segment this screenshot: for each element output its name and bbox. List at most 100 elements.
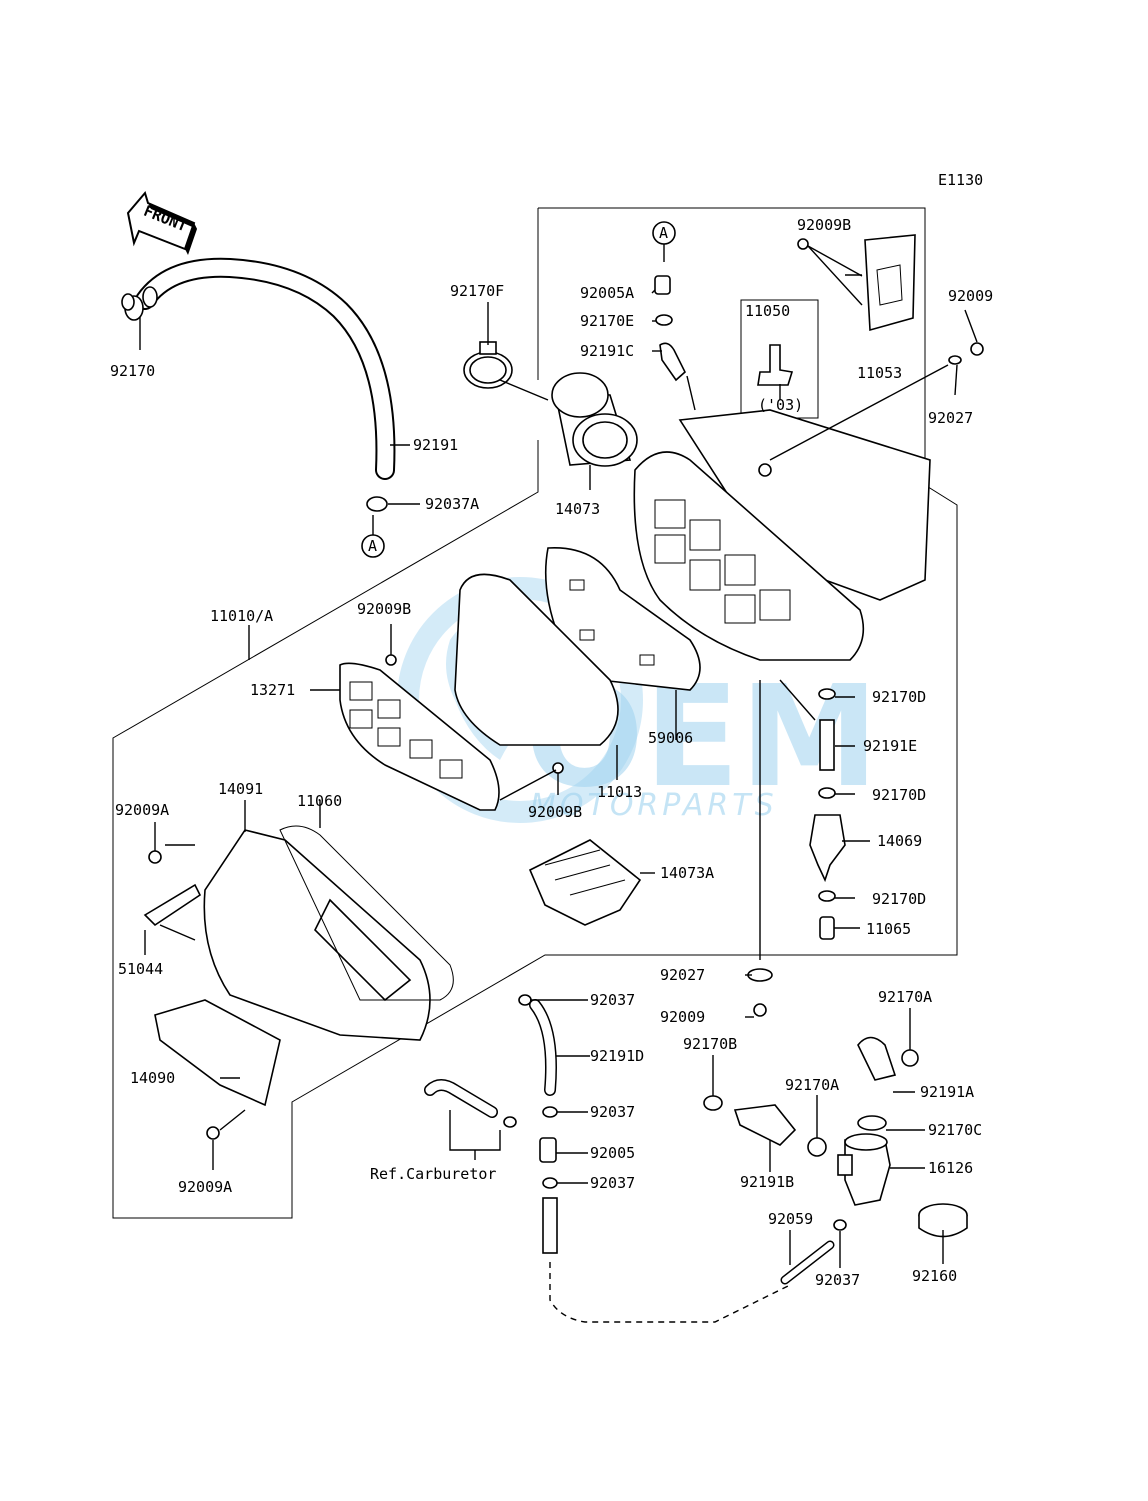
label-51044: 51044 <box>118 960 163 978</box>
label-92005a: 92005A <box>580 284 634 302</box>
clamp-92037-3 <box>542 1177 558 1189</box>
label-11053: 11053 <box>857 364 902 382</box>
label-11050: 11050 <box>745 302 790 320</box>
label-92037-4: 92037 <box>815 1271 860 1289</box>
watermark-sub: MOTORPARTS <box>530 788 778 823</box>
hose-92191a <box>857 1036 897 1081</box>
label-14073a: 14073A <box>660 864 714 882</box>
bolt-92009a-2 <box>206 1126 220 1140</box>
clamp-92170a-2 <box>807 1137 827 1157</box>
label-92009b-top: 92009B <box>797 216 851 234</box>
label-92191e: 92191E <box>863 737 917 755</box>
label-13271: 13271 <box>250 681 295 699</box>
svg-text:A: A <box>659 224 668 242</box>
clamp-92037a <box>366 496 388 512</box>
label-14091: 14091 <box>218 780 263 798</box>
washer-92027-top <box>948 355 962 365</box>
note-03: ('03) <box>758 396 803 414</box>
bolt-92009b-mid <box>385 654 397 666</box>
bolt-92009b-top <box>797 238 809 250</box>
label-92170d-1: 92170D <box>872 688 926 706</box>
hose-92191b <box>733 1104 797 1146</box>
holder-13271 <box>339 662 500 811</box>
fitting-92005 <box>539 1137 557 1163</box>
clamp-92170e <box>655 314 673 326</box>
label-92009a-1: 92009A <box>115 801 169 819</box>
label-14073: 14073 <box>555 500 600 518</box>
duct-14073 <box>551 372 638 467</box>
label-92005: 92005 <box>590 1144 635 1162</box>
bolt-92009a-1 <box>148 850 162 864</box>
label-92170d-2: 92170D <box>872 786 926 804</box>
breather-hose <box>121 257 396 480</box>
clamp-92037-2 <box>542 1106 558 1118</box>
label-16126: 16126 <box>928 1159 973 1177</box>
label-92170f: 92170F <box>450 282 504 300</box>
label-11010a: 11010/A <box>210 607 273 625</box>
ref-marker-left: A <box>361 534 385 558</box>
valve-16126 <box>837 1133 891 1206</box>
label-92191b: 92191B <box>740 1173 794 1191</box>
label-ref-carburetor: Ref.Carburetor <box>370 1165 496 1183</box>
label-92009-top: 92009 <box>948 287 993 305</box>
clamp-92170b <box>703 1095 723 1111</box>
part-labels: 92170 92191 92037A 92170F 92005A 92170E … <box>110 216 993 1289</box>
clamp-92170d-3 <box>818 890 836 902</box>
clamp-92170c <box>857 1115 887 1131</box>
sensor-51044 <box>143 883 202 927</box>
label-92170a-2: 92170A <box>785 1076 839 1094</box>
front-arrow-icon: FRONT <box>126 190 197 255</box>
clamp-92170d-2 <box>818 787 836 799</box>
bolt-92009-low <box>753 1003 767 1017</box>
clamp-92037-4 <box>833 1219 847 1231</box>
hose-92191c <box>659 342 686 382</box>
label-92009a-2: 92009A <box>178 1178 232 1196</box>
cap-11065 <box>819 916 835 940</box>
leader-lines <box>139 289 978 1268</box>
clamp-92170a-1 <box>901 1049 919 1067</box>
duct-14073a <box>528 839 642 926</box>
svg-text:A: A <box>368 537 377 555</box>
label-92027-top: 92027 <box>928 409 973 427</box>
diagram-code: E1130 <box>938 171 983 189</box>
label-92037-1: 92037 <box>590 991 635 1009</box>
ring-92160 <box>918 1203 968 1238</box>
label-92170d-3: 92170D <box>872 890 926 908</box>
label-11065: 11065 <box>866 920 911 938</box>
plate-11053 <box>864 234 916 332</box>
label-92191d: 92191D <box>590 1047 644 1065</box>
hose-92191e <box>819 719 835 771</box>
clamp-92170d-1 <box>818 688 836 700</box>
label-11060: 11060 <box>297 792 342 810</box>
label-92191c: 92191C <box>580 342 634 360</box>
label-92170c: 92170C <box>928 1121 982 1139</box>
label-14069: 14069 <box>877 832 922 850</box>
label-92170e: 92170E <box>580 312 634 330</box>
air-box-housing <box>633 409 931 661</box>
label-92170a-1: 92170A <box>878 988 932 1006</box>
hose-92059 <box>782 1242 833 1283</box>
filter-14069 <box>809 814 846 883</box>
label-92009b-low: 92009B <box>528 803 582 821</box>
label-92027-low: 92027 <box>660 966 705 984</box>
bracket-14090 <box>154 999 281 1107</box>
hose-92191d <box>530 1000 556 1095</box>
label-92037-2: 92037 <box>590 1103 635 1121</box>
hose-drain <box>542 1197 558 1254</box>
element-11013 <box>454 573 619 746</box>
label-92037-3: 92037 <box>590 1174 635 1192</box>
label-92170: 92170 <box>110 362 155 380</box>
label-92191: 92191 <box>413 436 458 454</box>
carb-hose <box>425 1080 497 1117</box>
label-59006: 59006 <box>648 729 693 747</box>
label-92059: 92059 <box>768 1210 813 1228</box>
fitting-92005a <box>654 275 671 295</box>
label-92009-low: 92009 <box>660 1008 705 1026</box>
bolt-92009-top <box>970 342 984 356</box>
label-11013: 11013 <box>597 783 642 801</box>
label-92160: 92160 <box>912 1267 957 1285</box>
ref-marker-top: A <box>652 221 676 245</box>
label-92191a: 92191A <box>920 1083 974 1101</box>
label-14090: 14090 <box>130 1069 175 1087</box>
